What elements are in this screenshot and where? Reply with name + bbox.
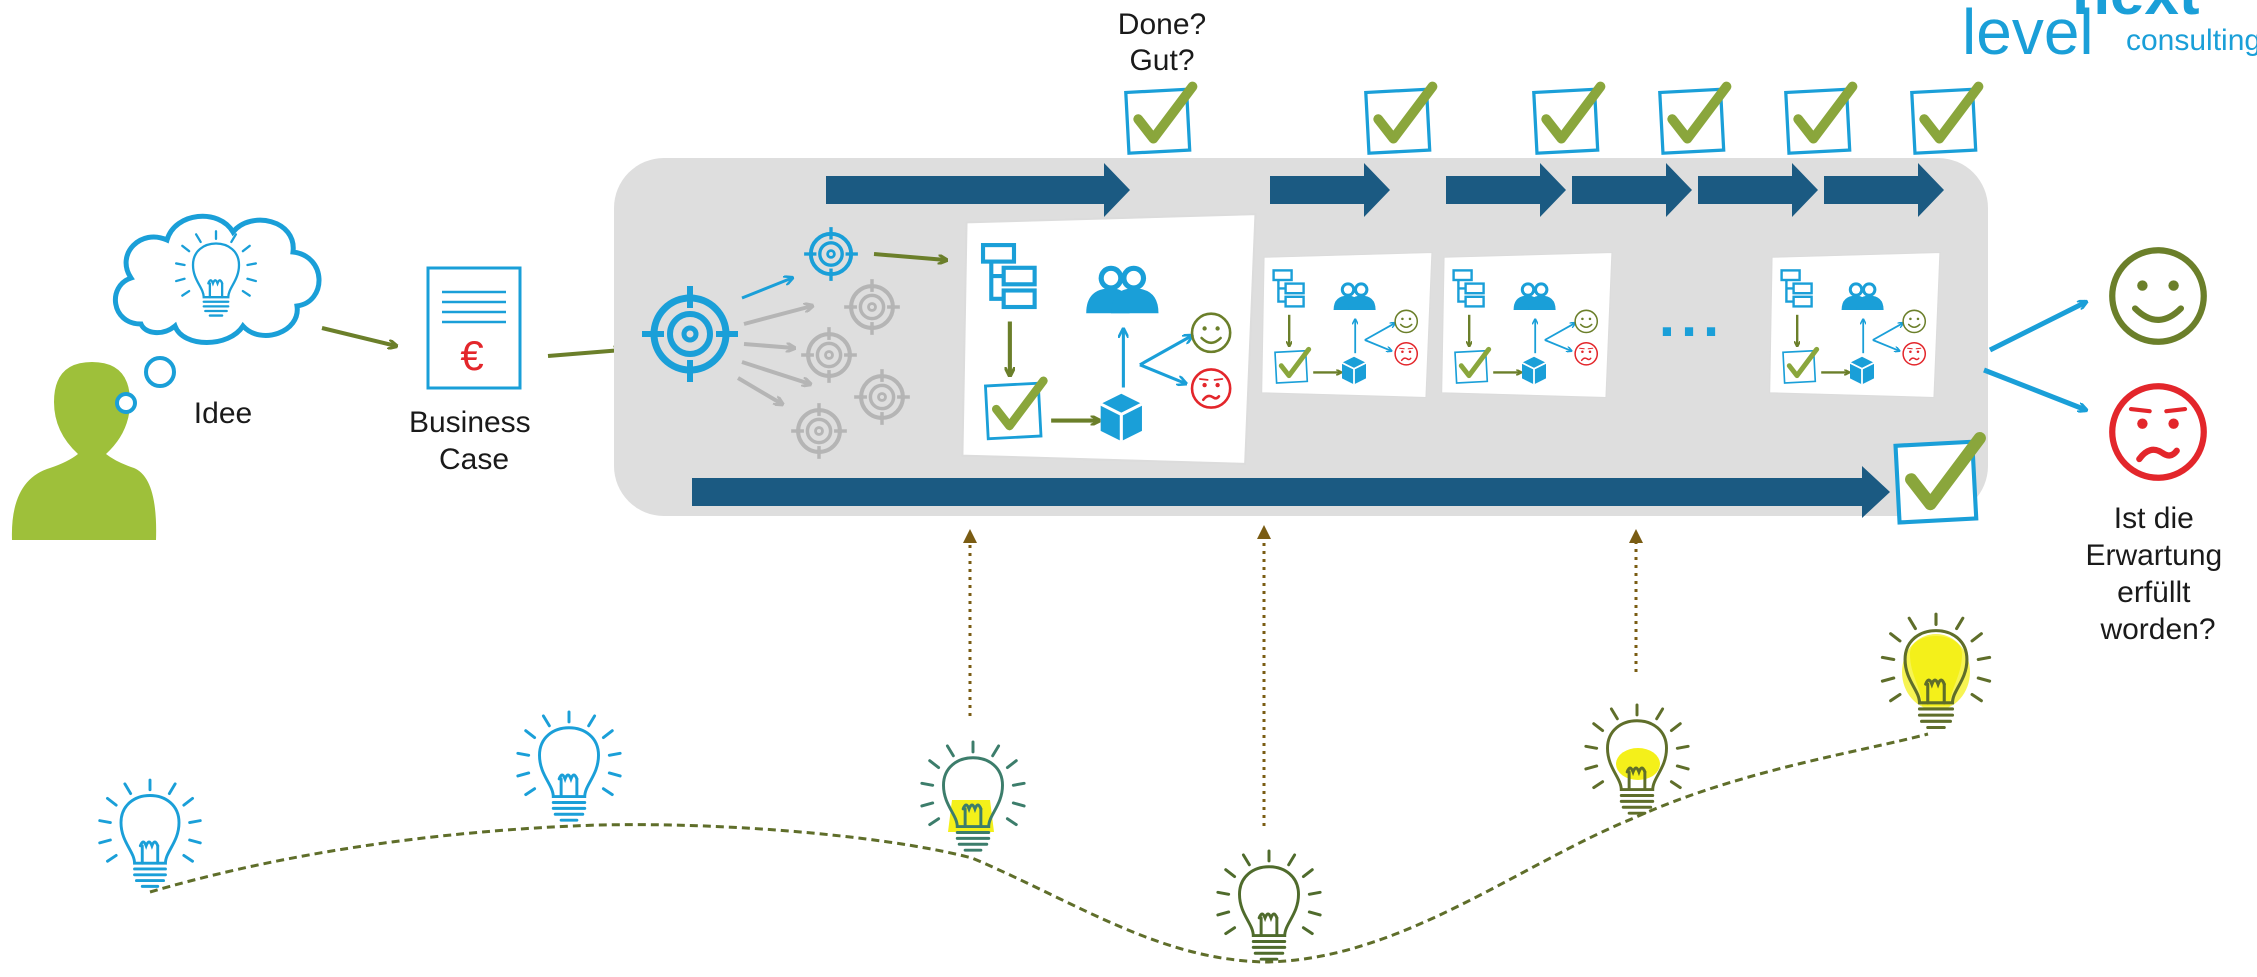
expectation-line-1: Ist die bbox=[2114, 502, 2194, 535]
idea-to-business-case-arrow bbox=[321, 326, 396, 346]
sprint-board-large-icon bbox=[962, 214, 1255, 464]
business-case-line-2: Case bbox=[439, 443, 509, 476]
ellipsis-label: ... bbox=[1659, 284, 1725, 349]
sprint-board-icon-4 bbox=[1770, 252, 1940, 397]
top-timeline-arrows bbox=[826, 163, 1944, 217]
timeline-arrow-sprint-4 bbox=[1698, 163, 1818, 217]
euro-document-icon: € bbox=[426, 266, 522, 390]
lightbulb-icon-5 bbox=[1584, 703, 1690, 815]
lightbulb-icon-6 bbox=[1880, 612, 1992, 730]
target-to-board-arrow bbox=[873, 252, 946, 260]
person-silhouette-icon bbox=[11, 362, 157, 540]
sprint-3-checkbox-icon bbox=[1660, 87, 1727, 154]
sprint-4-checkbox-icon bbox=[1786, 87, 1853, 154]
lightbulb-icon-1 bbox=[98, 778, 202, 888]
expectation-line-4: worden? bbox=[2099, 613, 2215, 646]
lightbulb-icon-3 bbox=[920, 740, 1026, 852]
happy-face-icon bbox=[2112, 250, 2204, 342]
expectation-line-3: erfüllt bbox=[2117, 576, 2191, 609]
sprint-1-checkbox-icon bbox=[1366, 87, 1433, 154]
timeline-arrow-sprint-3 bbox=[1572, 163, 1692, 217]
logo-main-text: level bbox=[1962, 0, 2094, 68]
timeline-arrow-sprint-1 bbox=[1270, 163, 1390, 217]
expectation-line-2: Erwartung bbox=[2085, 539, 2222, 572]
done-question-label: Done? bbox=[1118, 8, 1206, 41]
done-checkbox-icon bbox=[1126, 87, 1193, 154]
business-case-label: Business Case bbox=[409, 406, 539, 476]
expectation-question-label: Ist die Erwartung erfüllt worden? bbox=[2085, 502, 2230, 646]
sprint-2-checkbox-icon bbox=[1534, 87, 1601, 154]
bottom-timeline-arrow bbox=[692, 466, 1890, 518]
target-arrow-blue bbox=[741, 278, 792, 300]
logo-sub-text: consulting bbox=[2126, 24, 2257, 57]
sprint-board-icon-2 bbox=[1262, 252, 1432, 397]
sprint-5-checkbox-icon bbox=[1912, 87, 1979, 154]
lightbulb-icon-2 bbox=[516, 710, 622, 822]
business-case-to-process-arrow bbox=[547, 350, 622, 358]
outcome-arrow-sad bbox=[1983, 367, 2086, 410]
lightbulb-icon-4 bbox=[1216, 849, 1322, 961]
timeline-arrow-main bbox=[826, 163, 1130, 217]
sprint-board-icon-3 bbox=[1442, 252, 1612, 397]
euro-sign: € bbox=[460, 332, 483, 379]
timeline-arrow-sprint-2 bbox=[1446, 163, 1566, 217]
company-logo: next level consulting bbox=[1962, 0, 2257, 68]
idea-evolution-curve bbox=[149, 732, 1929, 964]
gray-target-arrows bbox=[736, 306, 812, 404]
thought-cloud-icon bbox=[115, 216, 319, 342]
logo-top-fragment: next bbox=[2072, 0, 2199, 28]
idee-label: Idee bbox=[194, 397, 252, 430]
timeline-arrow-sprint-5 bbox=[1824, 163, 1944, 217]
outcome-arrow-happy bbox=[1988, 299, 2086, 353]
sad-face-icon bbox=[2112, 386, 2204, 478]
feedback-arrows bbox=[963, 525, 1643, 826]
business-case-line-1: Business bbox=[409, 406, 531, 439]
gut-question-label: Gut? bbox=[1129, 44, 1194, 77]
final-checkbox-icon bbox=[1896, 438, 1980, 522]
thought-bubble-dots-icon bbox=[115, 356, 176, 414]
